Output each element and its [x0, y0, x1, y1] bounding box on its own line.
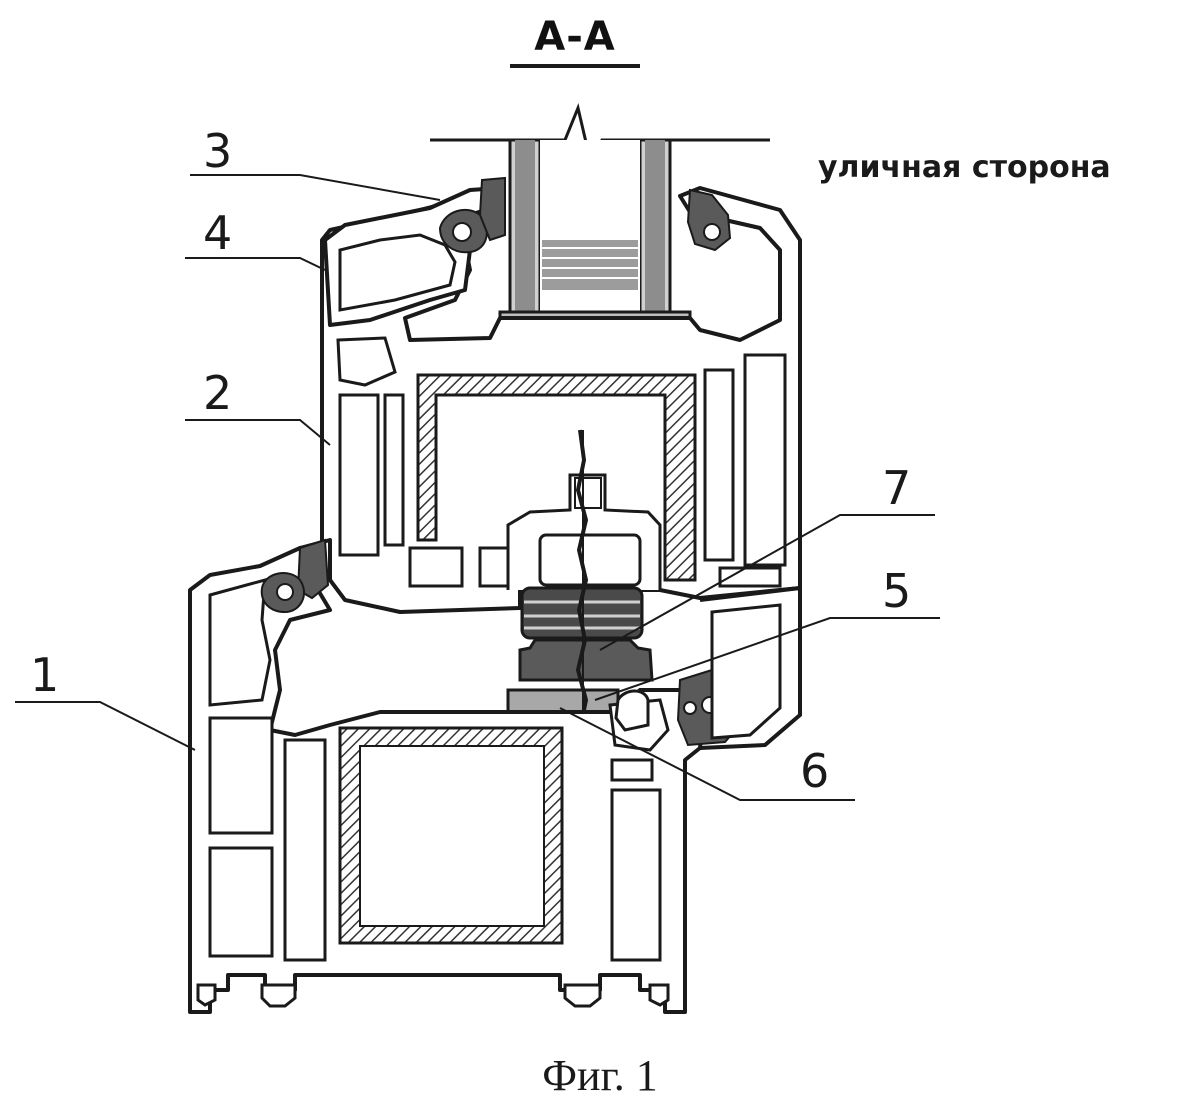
section-title: А-А: [534, 14, 616, 60]
callout-5: 5: [882, 564, 912, 618]
callout-6: 6: [800, 744, 830, 798]
street-side-label: уличная сторона: [818, 150, 1111, 185]
frame-chambers: [208, 577, 670, 962]
sash-steel-reinforcement: [416, 373, 697, 582]
frame-feet: [196, 983, 670, 1008]
callout-7: 7: [882, 461, 912, 515]
leader-lines: [15, 174, 940, 801]
frame-right-edge: [699, 585, 802, 750]
figure-caption: Фиг. 1: [542, 1051, 658, 1100]
callout-3: 3: [203, 124, 233, 178]
callout-4: 4: [203, 206, 233, 260]
seal-7: [518, 586, 654, 682]
callout-1: 1: [30, 648, 60, 702]
glass-unit: [498, 138, 692, 336]
callout-2: 2: [203, 366, 233, 420]
